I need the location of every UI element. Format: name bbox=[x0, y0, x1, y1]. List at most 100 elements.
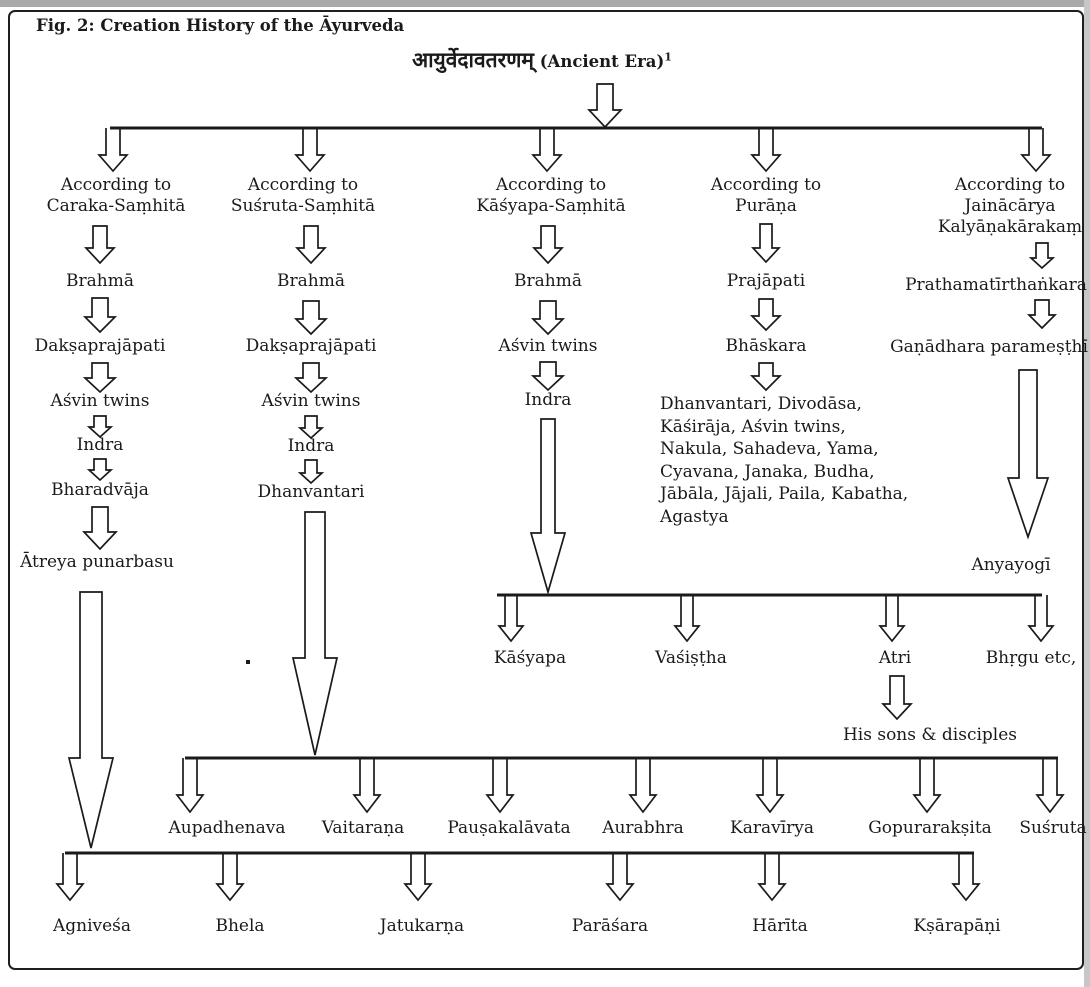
down-arrow-icon bbox=[86, 415, 114, 439]
node-karavirya: Karavīrya bbox=[729, 818, 815, 838]
node-parasara: Parāśara bbox=[571, 916, 649, 936]
node-purana-prajapati: Prajāpati bbox=[726, 271, 806, 291]
down-arrow-icon bbox=[86, 458, 114, 482]
list-line: Nakula, Sahadeva, Yama, bbox=[660, 439, 879, 459]
scan-edge-right bbox=[1084, 0, 1090, 987]
list-line: Jābāla, Jājali, Paila, Kabatha, bbox=[660, 484, 909, 504]
node-pausakalavata: Pauṣakalāvata bbox=[447, 818, 571, 838]
scan-edge-top bbox=[0, 0, 1090, 7]
node-purana-bhaskara: Bhāskara bbox=[725, 336, 807, 356]
node-ksarapani: Kṣārapāṇi bbox=[913, 916, 1001, 936]
heading-line: According to bbox=[710, 175, 822, 195]
down-arrow-icon bbox=[749, 362, 783, 392]
node-his-sons-and-disciples: His sons & disciples bbox=[842, 725, 1018, 745]
down-arrow-icon bbox=[757, 853, 787, 902]
down-arrow-icon bbox=[175, 758, 205, 814]
heading-line: Kalyāṇakārakaṃ bbox=[937, 217, 1083, 237]
node-aurabhra: Aurabhra bbox=[602, 818, 684, 838]
list-line: Cyavana, Janaka, Budha, bbox=[660, 461, 875, 482]
node-susruta-daksaprajapati: Dakṣaprajāpati bbox=[245, 336, 377, 356]
footnote-marker: 1 bbox=[664, 50, 672, 64]
node-bhrgu-etc: Bhṛgu etc, bbox=[985, 648, 1077, 668]
node-agnivesa: Agniveśa bbox=[52, 916, 132, 936]
root-latin-text: (Ancient Era) bbox=[533, 52, 665, 71]
node-caraka-indra: Indra bbox=[76, 435, 124, 455]
node-gopuraraksita: Gopurarakṣita bbox=[868, 818, 992, 838]
node-vasistha: Vaśiṣṭha bbox=[655, 648, 727, 668]
heading-line: According to bbox=[60, 175, 172, 195]
down-arrow-icon bbox=[295, 225, 327, 265]
down-arrow-icon bbox=[297, 459, 325, 485]
down-arrow-icon bbox=[1027, 595, 1055, 643]
heading-line: According to bbox=[495, 175, 607, 195]
node-susruta-brahma: Brahmā bbox=[277, 271, 345, 291]
heading-line: Caraka-Saṃhitā bbox=[46, 196, 186, 216]
node-bhela: Bhela bbox=[215, 916, 265, 936]
heading-line: According to bbox=[247, 175, 359, 195]
node-susruta-asvin-twins: Aśvin twins bbox=[261, 391, 361, 411]
heading-line: Kāśyapa-Saṃhitā bbox=[476, 196, 626, 216]
list-line: Dhanvantari, Divodāsa, bbox=[660, 394, 862, 414]
down-arrow-icon bbox=[1035, 758, 1065, 814]
node-aupadhenava: Aupadhenava bbox=[168, 818, 286, 838]
down-arrow-icon bbox=[881, 675, 913, 721]
node-harita: Hārīta bbox=[752, 916, 808, 936]
down-arrow-icon bbox=[352, 758, 382, 814]
down-arrow-icon bbox=[530, 361, 566, 392]
node-atri: Atri bbox=[878, 648, 912, 668]
down-arrow-icon bbox=[587, 83, 623, 129]
node-kasyapa-indra: Indra bbox=[524, 390, 572, 410]
down-arrow-icon bbox=[215, 853, 245, 902]
down-arrow-icon bbox=[531, 128, 563, 173]
node-jaina-prathamatirthankara: Prathamatīrthaṅkara bbox=[905, 275, 1087, 295]
down-arrow-icon bbox=[1006, 369, 1050, 540]
node-caraka-atreya-punarbasu: Ātreya punarbasu bbox=[20, 552, 174, 572]
node-jaina-ganadhara-paramesthi: Gaṇādhara parameṣṭhī bbox=[890, 337, 1088, 357]
down-arrow-icon bbox=[673, 595, 701, 643]
root-node-ayurveda-avataranam: आयुर्वेदावतरणम् (Ancient Era)1 bbox=[412, 46, 672, 74]
node-caraka-brahma: Brahmā bbox=[66, 271, 134, 291]
heading-line: Suśruta-Saṃhitā bbox=[230, 196, 376, 216]
node-caraka-asvin-twins: Aśvin twins bbox=[50, 391, 150, 411]
figure-title: Fig. 2: Creation History of the Āyurveda bbox=[36, 16, 405, 35]
down-arrow-icon bbox=[55, 853, 85, 902]
down-arrow-icon bbox=[294, 128, 326, 173]
down-arrow-icon bbox=[1026, 299, 1058, 330]
down-arrow-icon bbox=[485, 758, 515, 814]
down-arrow-icon bbox=[82, 362, 118, 394]
down-arrow-icon bbox=[605, 853, 635, 902]
down-arrow-icon bbox=[750, 128, 782, 173]
down-arrow-icon bbox=[912, 758, 942, 814]
down-arrow-icon bbox=[82, 297, 118, 334]
node-caraka-daksaprajapati: Dakṣaprajāpati bbox=[34, 336, 166, 356]
branch-heading-purana: According to Purāṇa bbox=[711, 175, 821, 217]
branch-heading-susruta: According to Suśruta-Saṃhitā bbox=[231, 175, 375, 217]
down-arrow-icon bbox=[628, 758, 658, 814]
down-arrow-icon bbox=[291, 511, 339, 756]
down-arrow-icon bbox=[82, 506, 118, 551]
node-jaina-anyayogi: Anyayogī bbox=[971, 555, 1051, 575]
down-arrow-icon bbox=[878, 595, 906, 643]
node-susruta-indra: Indra bbox=[287, 436, 335, 456]
down-arrow-icon bbox=[749, 298, 783, 332]
down-arrow-icon bbox=[1020, 128, 1052, 173]
node-vaitarana: Vaitaraṇa bbox=[321, 818, 405, 838]
down-arrow-icon bbox=[530, 300, 566, 336]
down-arrow-icon bbox=[293, 300, 329, 336]
down-arrow-icon bbox=[67, 591, 115, 849]
down-arrow-icon bbox=[751, 223, 781, 264]
branch-heading-caraka: According to Caraka-Saṃhitā bbox=[47, 175, 186, 217]
heading-line: Purāṇa bbox=[735, 196, 797, 216]
node-caraka-bharadvaja: Bharadvāja bbox=[51, 480, 149, 500]
node-susruta-disciple: Suśruta bbox=[1019, 818, 1087, 838]
node-susruta-dhanvantari: Dhanvantari bbox=[257, 482, 365, 502]
list-line: Agastya bbox=[660, 506, 729, 527]
down-arrow-icon bbox=[84, 225, 116, 265]
down-arrow-icon bbox=[403, 853, 433, 902]
node-kasyapa-descendant: Kāśyapa bbox=[493, 648, 567, 668]
root-devanagari-text: आयुर्वेदावतरणम् bbox=[412, 47, 534, 72]
node-jatukarna: Jatukarṇa bbox=[379, 916, 465, 936]
down-arrow-icon bbox=[755, 758, 785, 814]
down-arrow-icon bbox=[532, 225, 564, 265]
